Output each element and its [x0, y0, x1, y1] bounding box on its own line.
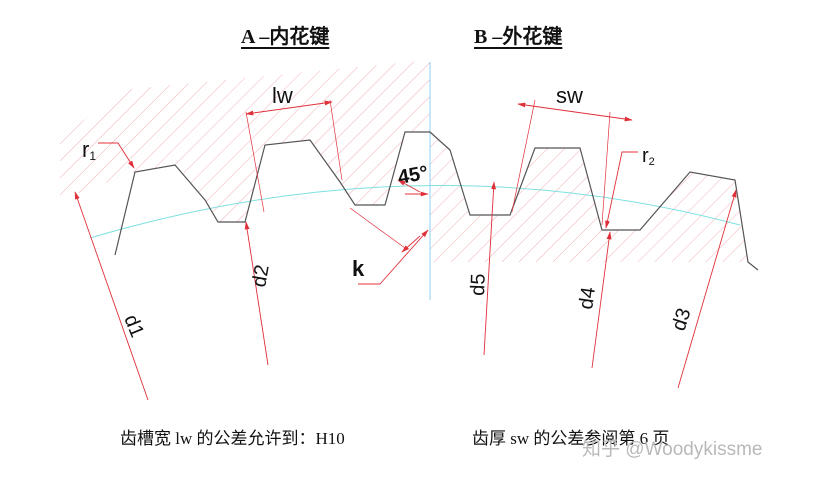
caption-left: 齿槽宽 lw 的公差允许到：H10 [120, 429, 345, 448]
title-internal-spline: A –内花键 [241, 26, 330, 48]
k-arrow-2 [401, 235, 421, 253]
k-extension-line [349, 207, 406, 249]
d1-label: d1 [119, 312, 148, 341]
watermark: 知乎 @Woodykissme [582, 439, 763, 460]
r1-leader [98, 142, 135, 169]
d5-leader [483, 181, 497, 356]
k-label: k [352, 256, 365, 281]
k-leader [358, 229, 429, 285]
d2-leader [244, 221, 269, 366]
lw-dimension-line [245, 100, 333, 116]
lw-label: lw [272, 83, 293, 108]
angle-label: 45° [396, 162, 430, 189]
d1-leader [74, 191, 149, 401]
external-spline-hatch [430, 132, 748, 262]
d4-label: d4 [575, 286, 600, 311]
r2-label: r2 [642, 145, 655, 168]
internal-spline-profile [114, 131, 430, 256]
d4-leader [591, 231, 612, 369]
d5-label: d5 [467, 273, 490, 296]
caption-right: 齿厚 sw 的公差参阅第 6 页 [472, 429, 670, 448]
external-spline-profile [429, 131, 759, 271]
title-external-spline: B –外花键 [474, 26, 563, 48]
lw-extension-left [245, 111, 265, 213]
internal-spline-hatch [60, 60, 430, 222]
sw-extension-right [601, 111, 611, 226]
chamfer-angle-arrow [397, 179, 421, 193]
r2-leader [605, 151, 638, 229]
sw-label: sw [556, 83, 583, 108]
r1-label: r1 [82, 137, 96, 163]
sw-dimension-line [517, 102, 633, 122]
d3-label: d3 [668, 306, 696, 334]
d2-label: d2 [248, 263, 274, 289]
pitch-circle [89, 185, 741, 239]
d3-leader [677, 189, 737, 389]
